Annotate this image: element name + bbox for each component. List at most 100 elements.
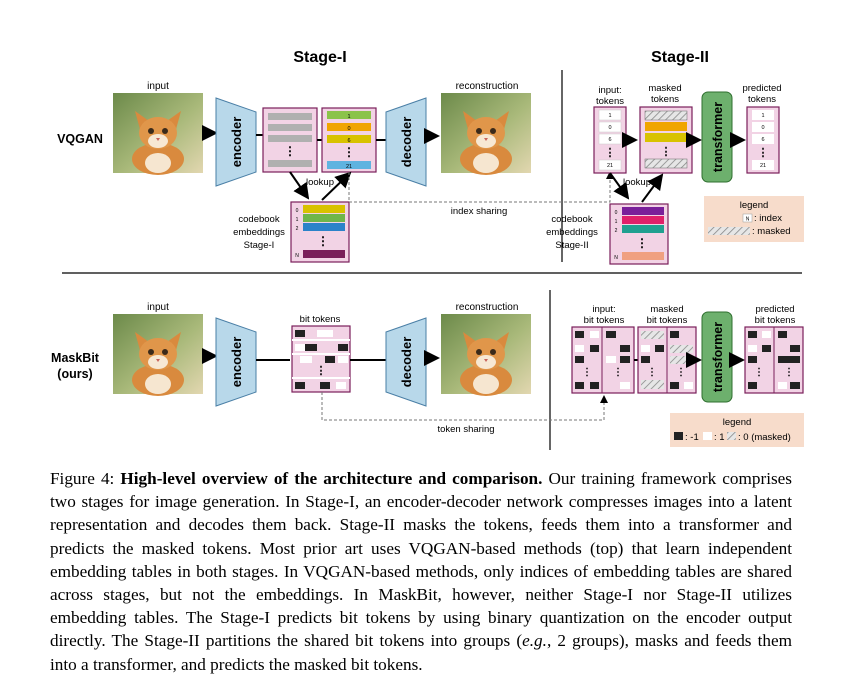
svg-text:tokens: tokens [748, 94, 776, 105]
stage2-title: Stage-II [651, 49, 709, 66]
svg-text:N: N [746, 217, 750, 223]
svg-text:predicted: predicted [755, 304, 794, 315]
row-label-maskbit: MaskBit [51, 351, 100, 365]
svg-text:legend: legend [723, 417, 752, 428]
caption-label: Figure 4: [50, 469, 121, 488]
svg-text:⋮: ⋮ [605, 147, 616, 159]
svg-text:predicted: predicted [742, 83, 781, 94]
bit-tokens-s1: ⋮ [291, 325, 351, 393]
svg-text:masked: masked [648, 83, 681, 94]
svg-text:⋮: ⋮ [758, 147, 769, 159]
legend-vqgan: legend N : index : masked [704, 196, 804, 242]
svg-text:input:: input: [598, 85, 621, 96]
svg-text:decoder: decoder [399, 337, 414, 388]
svg-text:: 0 (masked): : 0 (masked) [738, 432, 791, 443]
svg-text:: -1: : -1 [685, 432, 699, 443]
svg-text:0: 0 [615, 210, 618, 216]
decoder-block [385, 97, 427, 187]
predicted-tokens-s2: 1 0 6 21 ⋮ [746, 106, 780, 174]
encoder-label: encoder [229, 117, 244, 168]
input-tokens-s2: 1 0 6 21 ⋮ [593, 106, 627, 174]
token-sharing-label: token sharing [437, 424, 494, 435]
svg-text:embeddings: embeddings [233, 227, 285, 238]
svg-text:6: 6 [347, 138, 350, 144]
masked-tokens-s2: ⋮ [639, 106, 693, 174]
svg-text:⋮: ⋮ [582, 367, 592, 378]
svg-text:bit tokens: bit tokens [755, 315, 796, 326]
quantized-tokens: 1 0 6 21 ⋮ [321, 107, 377, 173]
svg-text:1: 1 [347, 114, 350, 120]
svg-text:⋮: ⋮ [316, 365, 327, 377]
svg-text:masked: masked [650, 304, 683, 315]
svg-text:: index: : index [754, 213, 782, 224]
svg-text:Stage-I: Stage-I [244, 240, 275, 251]
input-image [113, 93, 203, 175]
svg-text:1: 1 [608, 113, 611, 119]
svg-text:2: 2 [615, 228, 618, 234]
input-label: input [147, 81, 169, 92]
codebook-stage2: 0 1 2 N ⋮ [609, 203, 669, 265]
input-image-maskbit [113, 314, 203, 396]
svg-text:tokens: tokens [596, 96, 624, 107]
svg-text:1: 1 [615, 219, 618, 225]
svg-text:encoder: encoder [229, 337, 244, 388]
svg-text:0: 0 [347, 126, 350, 132]
svg-text:⋮: ⋮ [754, 367, 764, 378]
svg-text:⋮: ⋮ [784, 367, 794, 378]
svg-text:codebook: codebook [551, 214, 592, 225]
svg-text:6: 6 [608, 137, 611, 143]
input-bit-tokens-s2: ⋮ ⋮ [571, 326, 635, 394]
svg-text:6: 6 [761, 137, 764, 143]
row-label-vqgan: VQGAN [57, 132, 103, 146]
svg-text:2: 2 [296, 226, 299, 232]
index-sharing-label: index sharing [451, 206, 508, 217]
figure-caption: Figure 4: High-level overview of the arc… [50, 469, 793, 674]
svg-text:⋮: ⋮ [343, 145, 355, 159]
svg-text:transformer: transformer [711, 322, 725, 392]
decoder-label: decoder [399, 117, 414, 168]
svg-text:⋮: ⋮ [676, 367, 686, 378]
svg-text:reconstruction: reconstruction [456, 302, 519, 313]
svg-text:N: N [614, 255, 618, 261]
svg-text:0: 0 [761, 125, 764, 131]
svg-text:N: N [295, 253, 299, 259]
svg-text:tokens: tokens [651, 94, 679, 105]
stage1-title: Stage-I [293, 49, 346, 66]
svg-text:⋮: ⋮ [284, 144, 296, 158]
reconstruction-label: reconstruction [456, 81, 519, 92]
masked-bit-tokens-s2: ⋮ ⋮ [637, 326, 697, 394]
svg-text:0: 0 [296, 208, 299, 214]
svg-text:bit tokens: bit tokens [584, 315, 625, 326]
encoder-block [215, 97, 257, 187]
svg-text:⋮: ⋮ [317, 234, 329, 248]
svg-text:⋮: ⋮ [636, 236, 648, 250]
svg-text:⋮: ⋮ [661, 146, 672, 158]
svg-text:0: 0 [608, 125, 611, 131]
svg-text:lookup: lookup [623, 177, 651, 188]
svg-text:input:: input: [592, 304, 615, 315]
svg-text:input: input [147, 302, 169, 313]
svg-text:⋮: ⋮ [647, 367, 657, 378]
legend-maskbit: legend : -1 : 1 : 0 (masked) [670, 413, 804, 447]
latent-features: ⋮ [262, 107, 318, 173]
svg-text:embeddings: embeddings [546, 227, 598, 238]
svg-text:Stage-II: Stage-II [555, 240, 588, 251]
svg-text:transformer: transformer [711, 102, 725, 172]
lookup-label-s1: lookup [306, 177, 334, 188]
svg-text:⋮: ⋮ [613, 367, 623, 378]
svg-text:: 1: : 1 [714, 432, 725, 443]
svg-text:1: 1 [761, 113, 764, 119]
codebook-stage1: 0 1 2 N ⋮ [290, 201, 350, 263]
svg-text:legend: legend [740, 200, 769, 211]
architecture-figure: Stage-I Stage-II VQGAN MaskBit (ours) in… [51, 49, 804, 450]
row-label-ours: (ours) [57, 367, 92, 381]
svg-text:codebook: codebook [238, 214, 279, 225]
svg-text:21: 21 [760, 163, 766, 169]
svg-text:21: 21 [346, 164, 352, 170]
svg-text:1: 1 [296, 217, 299, 223]
svg-text:: masked: : masked [752, 226, 791, 237]
svg-text:bit tokens: bit tokens [647, 315, 688, 326]
svg-text:21: 21 [607, 163, 613, 169]
predicted-bit-tokens-s2: ⋮ ⋮ [744, 326, 804, 394]
caption-bold: High-level overview of the architecture … [120, 469, 543, 488]
